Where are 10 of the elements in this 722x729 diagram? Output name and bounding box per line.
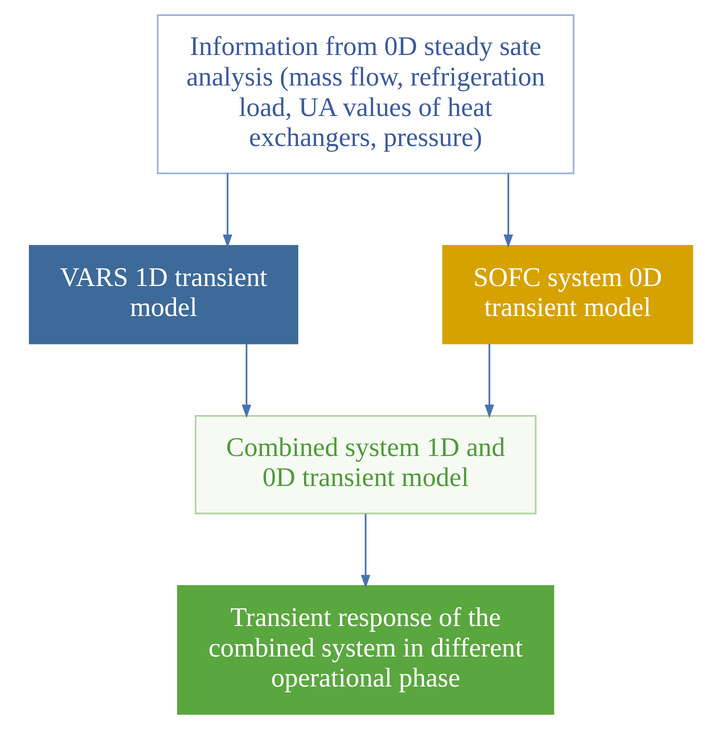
- arrow: [504, 173, 514, 248]
- arrow: [484, 344, 494, 418]
- arrow: [242, 344, 252, 418]
- arrow: [360, 514, 370, 588]
- arrow: [222, 173, 232, 248]
- node-box: Information from 0D steady sate analysis (mass flow, refrigeration load, UA values of heat exchangers, pressure): [156, 14, 574, 174]
- node-box: Combined system 1D and 0D transient model: [194, 415, 537, 514]
- node-box: SOFC system 0D transient model: [442, 244, 694, 344]
- node-box: VARS 1D transient model: [28, 244, 298, 344]
- node-box: Transient response of the combined system in different operational phase: [177, 585, 554, 715]
